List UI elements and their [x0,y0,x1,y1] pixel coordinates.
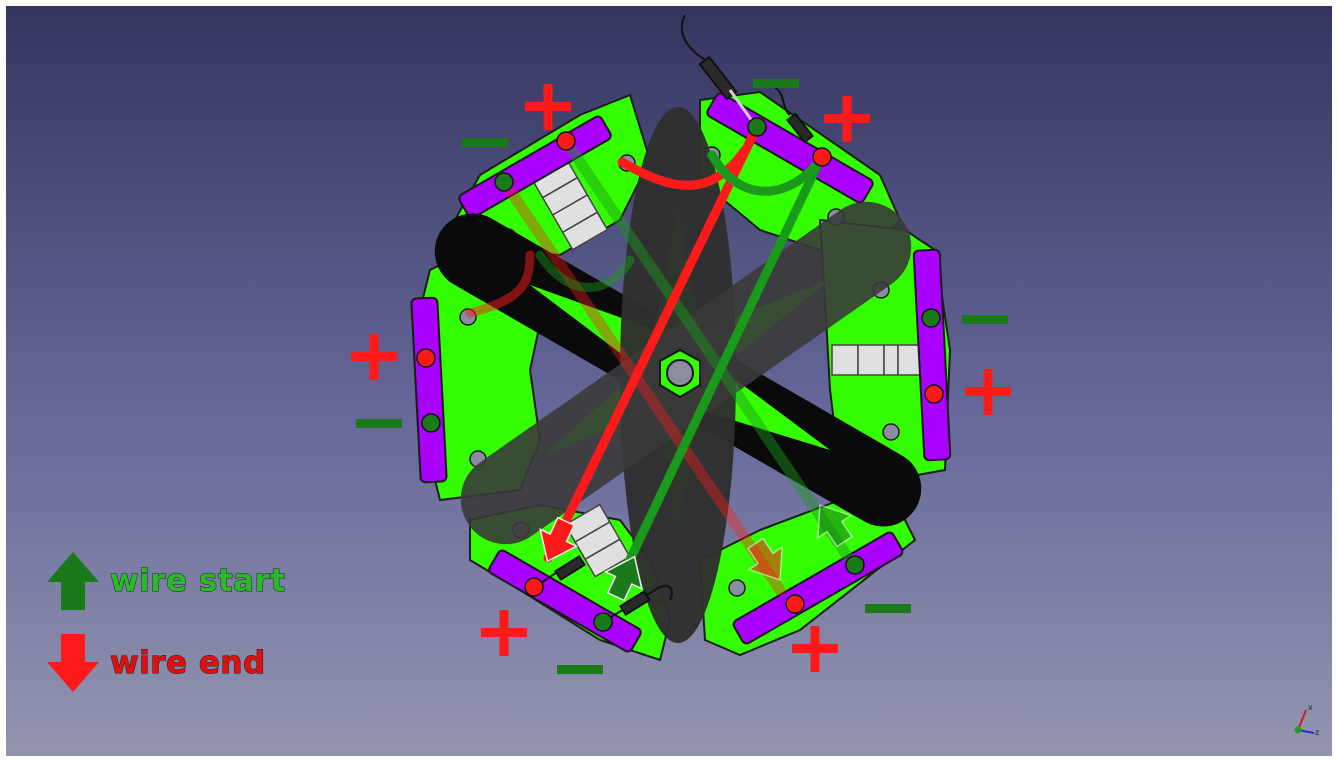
axis-x-label: x [1308,703,1313,712]
motor-diagram [351,14,1011,674]
up-arrow-icon [47,552,99,610]
axis-z-label: z [1315,728,1319,737]
legend-wire-start: wire start [46,551,286,611]
wires-faded [465,134,856,596]
terminal-positive [924,384,944,404]
down-arrow-icon [47,634,99,692]
terminal-positive [812,147,832,167]
hub [659,348,701,399]
terminal-negative [921,308,941,328]
legend-end-label: wire end [110,645,266,682]
wires-solid [543,122,825,575]
terminal-negative [494,172,514,192]
magnet-bar-right [912,248,952,462]
terminal-negative [845,555,865,575]
terminal-negative [421,413,441,433]
wire-start-arrow [603,555,643,602]
wire-end-arrow [539,516,579,563]
legend-wire-end: wire end [46,633,266,693]
3d-viewport[interactable]: wire start wire end x z [6,6,1332,756]
wire-end-arrow-faded [746,537,783,581]
lead-cables [534,14,814,623]
terminal-negative [747,117,767,137]
axis-indicator-icon[interactable]: x z [1286,702,1322,742]
grey-blocks [531,159,923,578]
terminal-dots [416,117,944,632]
magnet-bar-top-right [706,92,874,204]
terminal-positive [524,577,544,597]
wire-direction-arrows [539,504,854,602]
terminal-positive [556,131,576,151]
magnet-bar-left [410,296,448,484]
minus-sign [356,79,1008,674]
plus-sign [351,84,1011,672]
legend-start-label: wire start [110,563,286,600]
wire-start-arrow-faded [817,504,854,548]
terminal-positive [785,594,805,614]
terminal-positive [416,348,436,368]
polarity-signs [351,79,1011,674]
terminal-negative [593,612,613,632]
